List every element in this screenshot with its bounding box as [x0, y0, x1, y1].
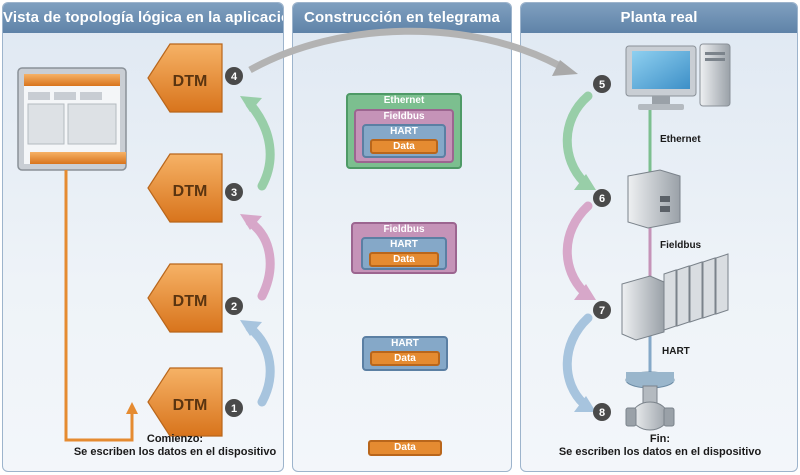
- network-label-hart: HART: [662, 346, 690, 357]
- telegram-hart-data: Data: [370, 351, 440, 366]
- svg-text:1: 1: [231, 403, 237, 415]
- computer-icon: [625, 43, 731, 110]
- svg-text:6: 6: [599, 193, 605, 205]
- fdt-application-icon: [17, 67, 127, 171]
- step-badge-5: 5: [593, 75, 611, 93]
- valve-icon: [625, 371, 675, 431]
- telegram-ethernet-frame: Ethernet Fieldbus HART Data: [346, 93, 462, 169]
- svg-text:2: 2: [231, 301, 237, 313]
- dtm-label-3: DTM: [173, 183, 208, 200]
- panel-title-real-plant: Planta real: [521, 3, 797, 33]
- telegram-fieldbus-data: Data: [369, 252, 439, 267]
- arrow-fieldbus-up: [245, 217, 275, 301]
- panel-telegram: Construcción en telegrama: [292, 2, 512, 472]
- panel-title-logical-topology: Vista de topología lógica en la aplicaci…: [3, 3, 283, 33]
- gateway-icon: [627, 169, 681, 229]
- telegram-ethernet-hart-frame: HART Data: [362, 124, 446, 158]
- dtm-label-4: DTM: [173, 73, 208, 90]
- step-badge-2: 2: [225, 297, 243, 315]
- telegram-ethernet-fieldbus-frame: Fieldbus HART Data: [354, 109, 454, 163]
- telegram-ethernet-fieldbus-label: Fieldbus: [383, 111, 425, 122]
- telegram-hart-frame: HART Data: [362, 336, 448, 371]
- arrow-fieldbus-down: [562, 201, 593, 297]
- arrow-hart-up: [245, 323, 275, 407]
- svg-text:3: 3: [231, 187, 237, 199]
- telegram-fieldbus-frame: Fieldbus HART Data: [351, 222, 457, 274]
- dtm-label-2: DTM: [173, 293, 208, 310]
- svg-text:4: 4: [231, 71, 238, 83]
- telegram-ethernet-label: Ethernet: [383, 95, 425, 106]
- svg-text:7: 7: [599, 305, 605, 317]
- step-badge-4: 4: [225, 67, 243, 85]
- step-badge-3: 3: [225, 183, 243, 201]
- step-badge-6: 6: [593, 189, 611, 207]
- telegram-ethernet-hart-label: HART: [390, 126, 418, 137]
- telegram-ethernet-data: Data: [370, 139, 438, 154]
- svg-text:5: 5: [599, 79, 605, 91]
- dtm-tag-2: DTM: [147, 263, 223, 333]
- network-label-ethernet: Ethernet: [660, 134, 701, 145]
- step-badge-1: 1: [225, 399, 243, 417]
- telegram-fieldbus-label: Fieldbus: [383, 224, 425, 235]
- panel-real-plant: Planta real: [520, 2, 798, 472]
- start-caption-text: Se escriben los datos en el dispositivo: [73, 446, 277, 458]
- end-caption-title: Fin:: [649, 433, 671, 445]
- end-caption-text: Se escriben los datos en el dispositivo: [558, 446, 762, 458]
- dtm-label-1: DTM: [173, 397, 208, 414]
- telegram-fieldbus-hart-label: HART: [390, 239, 418, 250]
- telegram-hart-label: HART: [391, 338, 419, 349]
- step-badge-8: 8: [593, 403, 611, 421]
- telegram-fieldbus-hart-frame: HART Data: [361, 237, 447, 270]
- panel-title-telegram: Construcción en telegrama: [293, 3, 511, 33]
- arrow-transfer: [248, 27, 562, 74]
- step-badge-7: 7: [593, 301, 611, 319]
- arrow-ethernet-down: [562, 91, 593, 187]
- arrow-hart-down: [562, 313, 593, 409]
- start-caption-title: Comienzo:: [146, 433, 204, 445]
- dtm-tag-1: DTM: [147, 367, 223, 437]
- start-caption: Comienzo: Se escriben los datos en el di…: [70, 433, 280, 459]
- remote-io-icon: [621, 253, 729, 341]
- network-label-fieldbus: Fieldbus: [660, 240, 702, 251]
- end-caption: Fin: Se escriben los datos en el disposi…: [540, 433, 780, 459]
- dtm-tag-3: DTM: [147, 153, 223, 223]
- dtm-tag-4: DTM: [147, 43, 223, 113]
- svg-text:8: 8: [599, 407, 605, 419]
- telegram-data-only: Data: [368, 440, 442, 456]
- arrow-ethernet-up: [245, 99, 275, 191]
